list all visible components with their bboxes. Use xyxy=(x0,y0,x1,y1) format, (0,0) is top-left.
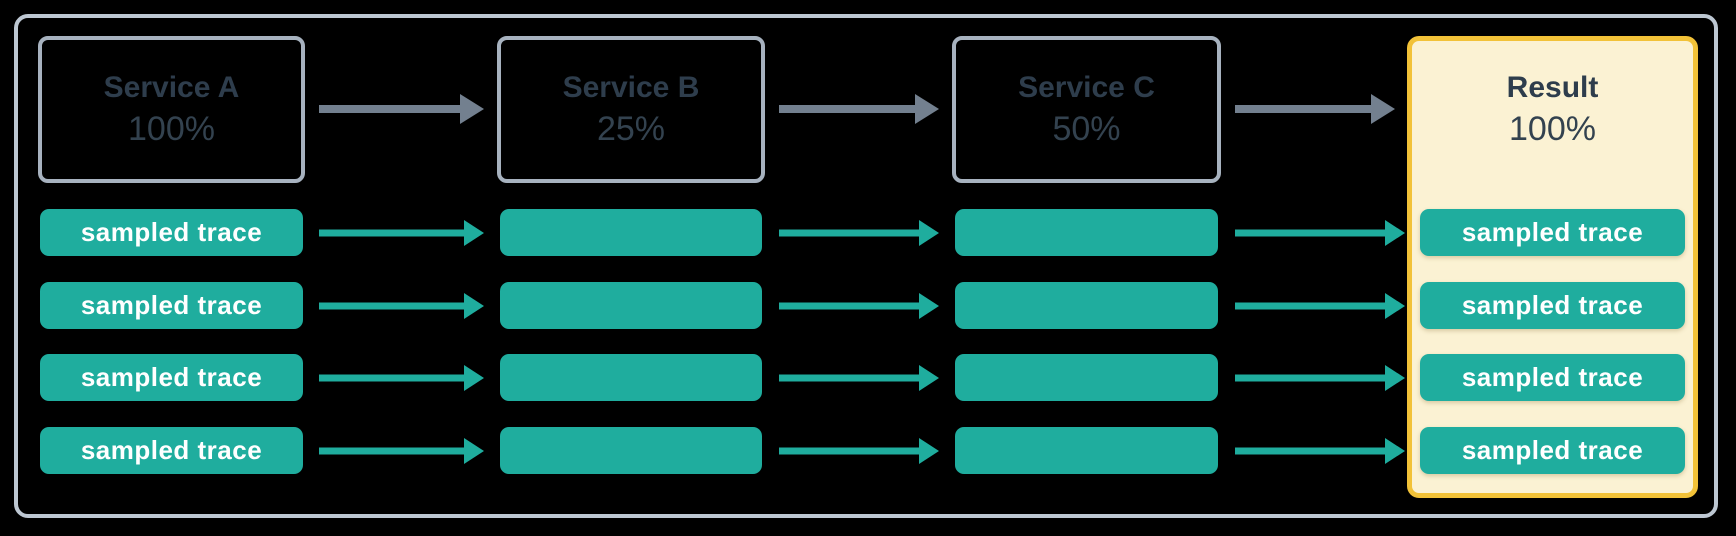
arrow-shaft xyxy=(1235,229,1387,237)
arrow-shaft xyxy=(779,229,921,237)
sampled-trace-pill: sampled trace xyxy=(1420,282,1685,329)
arrow-shaft xyxy=(1235,302,1387,310)
trace-flow-arrow xyxy=(319,293,484,319)
result-panel xyxy=(1407,36,1698,498)
trace-flow-arrow xyxy=(1235,220,1405,246)
service-c-box: Service C 50% xyxy=(952,36,1221,183)
arrow-shaft xyxy=(779,374,921,382)
sampled-trace-pill: sampled trace xyxy=(1420,209,1685,256)
arrow-head-icon xyxy=(1385,365,1405,391)
arrow-shaft xyxy=(319,229,466,237)
arrow-head-icon xyxy=(1385,220,1405,246)
arrow-shaft xyxy=(319,302,466,310)
arrow-shaft xyxy=(1235,374,1387,382)
arrow-head-icon xyxy=(460,94,484,124)
arrow-head-icon xyxy=(919,438,939,464)
diagram-frame xyxy=(14,14,1718,518)
service-b-name: Service B xyxy=(562,71,700,104)
service-flow-arrow xyxy=(1235,94,1395,124)
trace-pill xyxy=(500,427,762,474)
arrow-shaft xyxy=(779,105,917,113)
trace-pill xyxy=(955,209,1218,256)
arrow-shaft xyxy=(779,302,921,310)
service-c-rate: 50% xyxy=(1052,110,1121,148)
trace-flow-arrow xyxy=(1235,365,1405,391)
service-flow-arrow xyxy=(779,94,939,124)
trace-flow-arrow xyxy=(319,438,484,464)
arrow-head-icon xyxy=(919,293,939,319)
arrow-head-icon xyxy=(464,293,484,319)
arrow-head-icon xyxy=(919,220,939,246)
service-flow-arrow xyxy=(319,94,484,124)
sampled-trace-pill: sampled trace xyxy=(40,354,303,401)
arrow-shaft xyxy=(1235,105,1373,113)
trace-pill xyxy=(955,282,1218,329)
arrow-shaft xyxy=(1235,447,1387,455)
arrow-head-icon xyxy=(464,365,484,391)
arrow-shaft xyxy=(319,447,466,455)
trace-pill xyxy=(955,427,1218,474)
trace-pill xyxy=(500,354,762,401)
sampled-trace-pill: sampled trace xyxy=(40,209,303,256)
service-a-rate: 100% xyxy=(128,110,215,148)
trace-flow-arrow xyxy=(1235,438,1405,464)
service-c-name: Service C xyxy=(1018,71,1155,104)
arrow-head-icon xyxy=(915,94,939,124)
trace-flow-arrow xyxy=(319,220,484,246)
service-b-rate: 25% xyxy=(596,110,666,148)
arrow-shaft xyxy=(779,447,921,455)
arrow-head-icon xyxy=(1385,293,1405,319)
arrow-shaft xyxy=(319,105,462,113)
trace-flow-arrow xyxy=(1235,293,1405,319)
result-rate: 100% xyxy=(1509,110,1596,148)
arrow-head-icon xyxy=(464,438,484,464)
trace-pill xyxy=(500,282,762,329)
service-b-box: Service B 25% xyxy=(497,36,765,183)
arrow-head-icon xyxy=(919,365,939,391)
trace-flow-arrow xyxy=(779,365,939,391)
trace-flow-arrow xyxy=(779,438,939,464)
trace-pill xyxy=(955,354,1218,401)
trace-flow-arrow xyxy=(779,293,939,319)
trace-flow-arrow xyxy=(779,220,939,246)
service-a-box: Service A 100% xyxy=(38,36,305,183)
result-name: Result xyxy=(1506,71,1599,104)
sampled-trace-pill: sampled trace xyxy=(1420,354,1685,401)
trace-flow-arrow xyxy=(319,365,484,391)
sampled-trace-pill: sampled trace xyxy=(40,282,303,329)
sampled-trace-pill: sampled trace xyxy=(40,427,303,474)
arrow-head-icon xyxy=(1371,94,1395,124)
sampled-trace-pill: sampled trace xyxy=(1420,427,1685,474)
arrow-head-icon xyxy=(464,220,484,246)
trace-pill xyxy=(500,209,762,256)
arrow-head-icon xyxy=(1385,438,1405,464)
result-title-block: Result 100% xyxy=(1407,36,1698,183)
service-a-name: Service A xyxy=(103,71,240,104)
arrow-shaft xyxy=(319,374,466,382)
